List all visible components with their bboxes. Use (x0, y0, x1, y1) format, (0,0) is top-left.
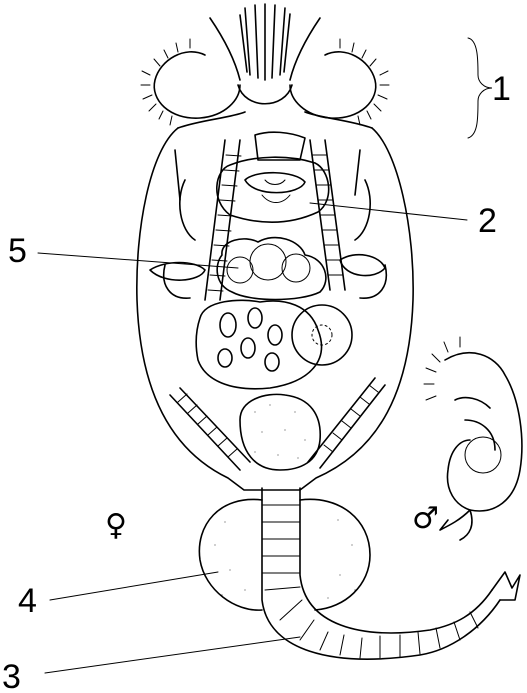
label-5: 5 (8, 232, 27, 270)
foot (262, 488, 520, 659)
female-symbol: ♀ (105, 508, 127, 543)
label-1: 1 (492, 70, 511, 108)
label-4: 4 (18, 582, 37, 620)
bladder (240, 394, 320, 470)
egg-sac (199, 499, 370, 610)
mastax (217, 132, 329, 222)
male-symbol: ♂ (412, 501, 439, 536)
leader-4 (50, 572, 218, 600)
bracket-1 (468, 38, 492, 138)
female-body (137, 4, 413, 490)
label-3: 3 (2, 658, 21, 693)
label-2: 2 (478, 202, 497, 240)
muscle-bands (170, 140, 385, 470)
leader-2 (310, 203, 467, 220)
leader-3 (45, 637, 300, 673)
stomach (217, 238, 326, 300)
corona (141, 4, 389, 128)
egg-cell (196, 300, 352, 388)
